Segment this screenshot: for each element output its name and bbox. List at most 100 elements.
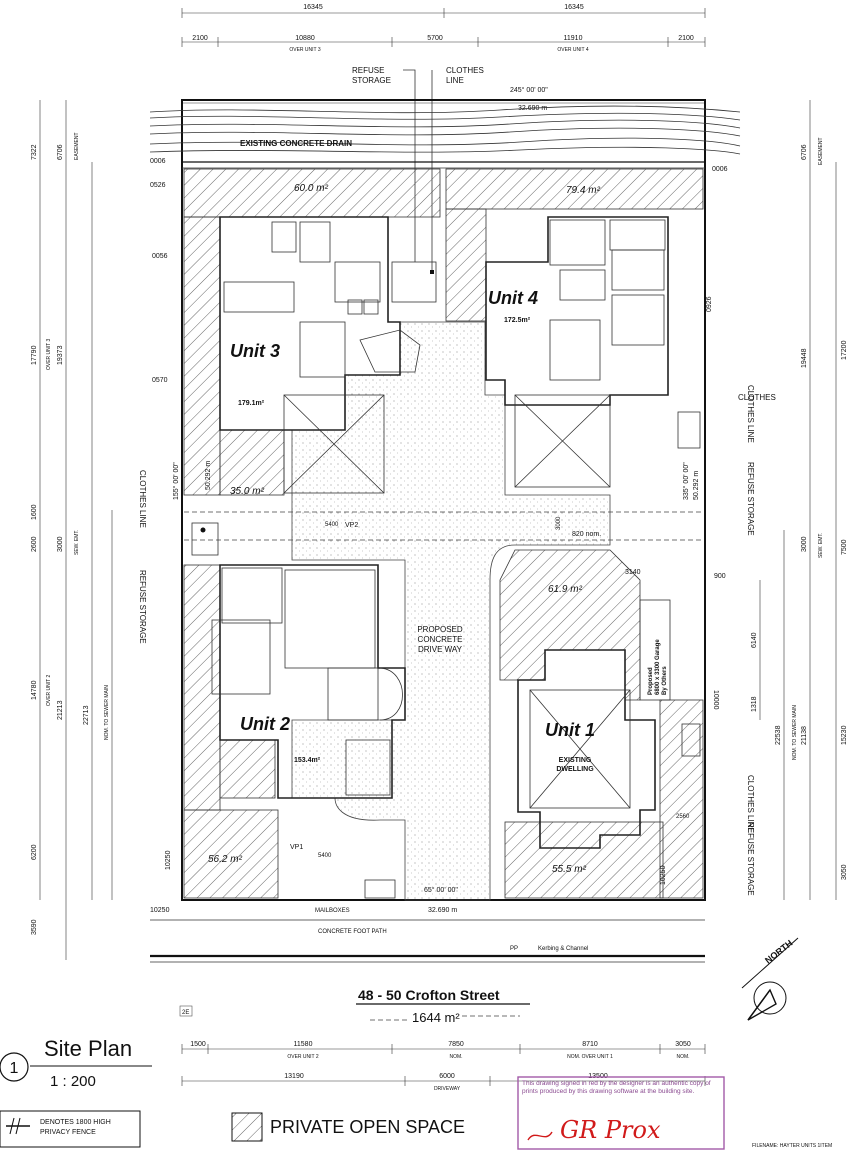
north-arrow: NORTH xyxy=(741,937,799,1021)
dim-left-22713: 22713 xyxy=(83,705,90,725)
unit-4-area: 172.5m² xyxy=(504,317,531,324)
dim-left-2600: 2600 xyxy=(31,536,38,552)
open-space-unit3-top: 60.0 m² xyxy=(294,183,329,194)
signature: GR Prox xyxy=(560,1116,661,1144)
dim-bottom-3050: 3050 xyxy=(675,1041,691,1048)
setback-top-left-2: 0526 xyxy=(150,182,166,189)
concrete-foot-path-label: CONCRETE FOOT PATH xyxy=(318,929,387,935)
unit-2-building: Unit 4 Unit 2 153.4m² 56.2 m² VP1 VP2 54… xyxy=(165,522,406,899)
refuse-storage-unit1-label: REFUSE STORAGE xyxy=(746,822,755,896)
setback-top-left-1: 0006 xyxy=(150,158,166,165)
dim-top-right-total: 16345 xyxy=(564,4,584,11)
dim-bottom-over-unit2: OVER UNIT 2 xyxy=(287,1054,319,1060)
dim-bottom-nom-right: NOM. xyxy=(676,1054,689,1060)
dim-2560: 2560 xyxy=(676,814,690,820)
bottom-dimensions: 1500 11580 7850 8710 3050 OVER UNIT 2 NO… xyxy=(181,1041,706,1092)
dim-left-6200: 6200 xyxy=(31,844,38,860)
kerbing-label: Kerbing & Channel xyxy=(538,946,588,952)
dim-left-3000: 3000 xyxy=(57,536,64,552)
clothes-line-unit4-label: CLOTHES LINE xyxy=(746,385,755,443)
dim-right-15230: 15230 xyxy=(841,725,848,745)
setback-bottom-right: 10250 xyxy=(660,865,667,885)
dim-top-unit3-width: 10880 xyxy=(295,35,315,42)
approval-stamp: This drawing signed in red by the design… xyxy=(517,1076,725,1150)
plan-title: Site Plan xyxy=(44,1036,132,1061)
dim-left-3590: 3590 xyxy=(31,919,38,935)
setback-unit3-side: 0570 xyxy=(152,377,168,384)
bearing-left: 155° 00' 00" xyxy=(172,462,180,500)
dim-bottom-nom: NOM. xyxy=(449,1054,462,1060)
dim-5400-bottom: 5400 xyxy=(318,853,332,859)
dim-bottom-11580: 11580 xyxy=(294,1041,313,1048)
dim-right-3000: 3000 xyxy=(801,536,808,552)
open-space-unit3-side: 35.0 m² xyxy=(230,486,265,497)
page-reference: 2E xyxy=(182,1010,189,1016)
refuse-storage-unit4-label: REFUSE STORAGE xyxy=(746,462,755,536)
pp-label: PP xyxy=(510,946,518,952)
dim-left-sew-emt: SEW. EMT. xyxy=(74,530,80,555)
bearing-bottom: 65° 00' 00" xyxy=(424,886,458,894)
plan-scale: 1 : 200 xyxy=(50,1073,96,1090)
dim-top-over-unit4: OVER UNIT 4 xyxy=(557,47,589,53)
dim-left-14780: 14780 xyxy=(31,680,38,700)
vp1-label: VP1 xyxy=(290,844,303,851)
dim-top-unit4-width: 11910 xyxy=(564,35,583,42)
dim-3140: 3140 xyxy=(625,569,641,576)
dim-bottom-7850: 7850 xyxy=(448,1041,464,1048)
filename-label: FILENAME: HAYTER UNITS 1ITEM xyxy=(752,1143,832,1149)
vp2-label: VP2 xyxy=(345,522,358,529)
dim-left-easement: EASEMENT xyxy=(74,132,80,160)
dim-right-21138: 21138 xyxy=(801,726,808,745)
legend-open-space-label: PRIVATE OPEN SPACE xyxy=(270,1117,465,1137)
dim-left-over-unit3: OVER UNIT 3 xyxy=(46,338,52,370)
dim-top-left-total: 16345 xyxy=(303,4,323,11)
plan-number: 1 xyxy=(10,1060,19,1077)
dim-bottom-13190: 13190 xyxy=(284,1073,304,1080)
dim-top-2100-left: 2100 xyxy=(192,35,208,42)
dim-right-1318: 1318 xyxy=(751,696,758,712)
dim-right-19448: 19448 xyxy=(801,348,808,368)
dim-5400-top: 5400 xyxy=(325,522,339,528)
garage-label: Proposed6800 x 3300 GarageBy Others xyxy=(648,639,668,695)
address-block: 48 - 50 Crofton Street 1644 m² xyxy=(356,987,530,1025)
open-space-unit2-bottom: 56.2 m² xyxy=(208,854,243,865)
unit-4-label: Unit 4 xyxy=(488,288,538,308)
dim-right-sew-emt: SEW. EMT. xyxy=(818,533,824,558)
right-callouts: CLOTHES LINE REFUSE STORAGE 335° 00' 00"… xyxy=(682,385,755,896)
setback-unit3-top: 0056 xyxy=(152,253,168,260)
dim-left-17790: 17790 xyxy=(31,345,38,365)
unit-2-label-text: Unit 2 xyxy=(240,714,290,734)
dim-left-7322: 7322 xyxy=(31,144,38,160)
clothes-line-unit3-label: CLOTHES LINE xyxy=(138,470,147,528)
setback-bottom-left: 10250 xyxy=(150,907,170,914)
dim-right-7500: 7500 xyxy=(841,539,848,555)
open-space-unit1-top: 61.9 m² xyxy=(548,584,583,595)
unit-4-building: Unit 4 172.5m² 79.4 m² 0926 CLOTHES xyxy=(485,185,776,488)
boundary-right: 50.292 m xyxy=(693,471,700,500)
dim-bottom-driveway: DRIVEWAY xyxy=(434,1086,461,1092)
right-dimensions: 6706 EASEMENT 19448 17200 3000 SEW. EMT.… xyxy=(751,100,848,900)
stamp-text: This drawing signed in red by the design… xyxy=(522,1080,711,1095)
dim-bottom-nom-over-unit1: NOM. OVER UNIT 1 xyxy=(567,1054,613,1060)
clothes-line-unit4: CLOTHES xyxy=(738,393,776,402)
dim-top-2100-right: 2100 xyxy=(678,35,694,42)
mailboxes-label: MAILBOXES xyxy=(315,908,350,914)
dim-10000: 10000 xyxy=(712,690,719,710)
dim-bottom-1500: 1500 xyxy=(190,1041,206,1048)
dim-right-6140: 6140 xyxy=(751,632,758,648)
north-label: NORTH xyxy=(763,938,794,966)
boundary-left: 50.292 m xyxy=(205,461,212,490)
left-callouts: CLOTHES LINE REFUSE STORAGE 155° 00' 00"… xyxy=(138,461,219,644)
open-space-unit1-bottom: 55.5 m² xyxy=(552,864,587,875)
dim-right-3050: 3050 xyxy=(841,864,848,880)
site-area: 1644 m² xyxy=(412,1010,460,1025)
bearing-top: 245° 00' 00" xyxy=(510,86,548,94)
setback-left-bottom: 10250 xyxy=(165,850,172,870)
unit-2-area: 153.4m² xyxy=(294,757,321,764)
refuse-storage-unit2-label: REFUSE STORAGE xyxy=(138,570,147,644)
